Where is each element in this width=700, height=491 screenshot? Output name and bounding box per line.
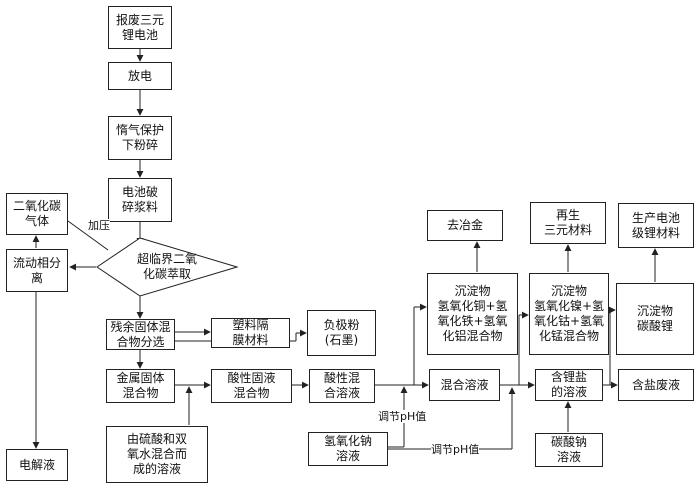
node-scrap-battery: 报废三元 锂电池	[108, 6, 172, 49]
node-slurry: 电池破 碎浆料	[108, 178, 172, 222]
node-acid-solution: 酸性混 合溶液	[309, 369, 375, 403]
node-naoh-solution: 氢氧化钠 溶液	[308, 432, 388, 466]
node-lithium-salt-solution: 含锂盐 的溶液	[535, 369, 603, 401]
sc-co2-extraction-label: 超临界二氧 化碳萃取	[136, 252, 197, 281]
node-co2-gas: 二氧化碳 气体	[6, 193, 68, 235]
node-precipitate-ni-co-mn: 沉淀物 氢氧化镍+氢 氧化钴+氢氧 化锰混合物	[529, 273, 609, 355]
node-plastic-separator: 塑料隔 膜材料	[211, 318, 290, 348]
node-acid-solid-liquid: 酸性固液 混合物	[211, 369, 292, 403]
label-adjust-ph-2: 调节pH值	[431, 443, 480, 456]
node-precipitate-cu-fe-al: 沉淀物 氢氧化铜+氢 氧化铁+氢氧 化铝混合物	[427, 273, 518, 355]
node-residue-sort: 残余固体混 合物分选	[106, 319, 175, 350]
node-discharge: 放电	[108, 62, 172, 90]
node-inert-crush: 惰气保护 下粉碎	[108, 116, 172, 160]
label-adjust-ph-1: 调节pH值	[378, 410, 427, 423]
node-na2co3-solution: 碳酸钠 溶液	[535, 433, 603, 467]
node-battery-grade-lithium: 生产电池 级锂材料	[618, 203, 694, 248]
label-pressurize: 加压	[88, 219, 110, 232]
node-phase-separation: 流动相分 离	[6, 249, 68, 292]
node-electrolyte: 电解液	[6, 449, 68, 481]
node-metal-solid: 金属固体 混合物	[106, 369, 175, 403]
node-regenerated-ternary: 再生 三元材料	[530, 202, 606, 244]
node-anode-graphite: 负极粉 (石墨)	[307, 310, 376, 356]
decision-diamond-shape	[96, 237, 238, 297]
node-saline-waste: 含盐废液	[618, 369, 694, 401]
node-acid-reagent: 由硫酸和双 氧水混合而 成的溶液	[106, 426, 208, 483]
node-sc-co2-extraction: 超临界二氧 化碳萃取	[96, 237, 238, 297]
node-mixed-solution: 混合溶液	[429, 369, 500, 401]
node-to-metallurgy: 去冶金	[427, 210, 503, 241]
node-lithium-carbonate: 沉淀物 碳酸锂	[616, 283, 694, 355]
